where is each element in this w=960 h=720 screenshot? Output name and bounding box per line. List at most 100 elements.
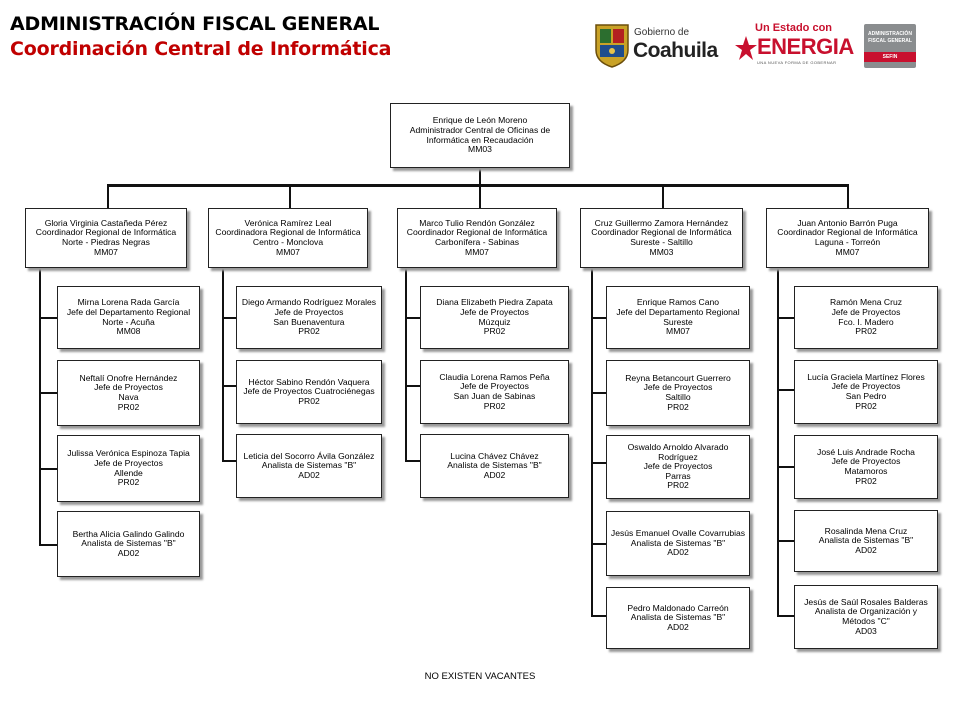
- box-code: PR02: [298, 395, 320, 406]
- org-box-staff: Diana Elizabeth Piedra Zapata Jefe de Pr…: [420, 286, 569, 349]
- connector: [777, 466, 794, 468]
- box-name: Julissa Verónica Espinoza Tapia: [67, 448, 190, 459]
- connector: [479, 186, 481, 209]
- box-code: MM07: [835, 246, 860, 257]
- connector: [479, 168, 481, 185]
- connector: [847, 186, 849, 209]
- connector: [777, 540, 794, 542]
- box-code: MM07: [276, 246, 300, 257]
- box-area: Centro - Monclova: [252, 237, 324, 247]
- box-name: Cruz Guillermo Zamora Hernández: [594, 217, 729, 228]
- connector: [222, 385, 236, 387]
- box-role: Jefe de Proyectos: [831, 306, 901, 317]
- connector: [39, 544, 57, 546]
- energia-logo-line1: Un Estado con: [755, 22, 833, 34]
- box-code: AD02: [855, 544, 877, 555]
- org-box-head-5: Juan Antonio Barrón Puga Coordinador Reg…: [766, 208, 929, 268]
- box-area: San Buenaventura: [273, 316, 345, 327]
- coahuila-shield-icon: [595, 24, 629, 68]
- box-role: Coordinadora Regional de Informática: [215, 227, 361, 238]
- box-name: Pedro Maldonado Carreón: [627, 602, 729, 613]
- box-name: Juan Antonio Barrón Puga: [797, 217, 898, 228]
- box-area: Allende: [114, 467, 143, 478]
- box-name: Héctor Sabino Rendón Vaquera: [248, 376, 370, 387]
- box-name: Reyna Betancourt Guerrero: [625, 372, 731, 383]
- connector: [39, 317, 57, 319]
- connector: [222, 460, 236, 462]
- connector: [591, 462, 606, 464]
- box-role: Analista de Sistemas "B": [818, 535, 914, 546]
- connector: [107, 184, 849, 187]
- box-name: Bertha Alicia Galindo Galindo: [72, 528, 185, 539]
- box-code: PR02: [855, 475, 877, 486]
- box-role: Coordinador Regional de Informática: [35, 227, 177, 238]
- box-name: Leticia del Socorro Ávila González: [243, 450, 375, 461]
- org-box-staff: Diego Armando Rodríguez Morales Jefe de …: [236, 286, 382, 349]
- box-role: Jefe de Proyectos: [94, 382, 163, 393]
- box-role: Analista de Sistemas "B": [447, 460, 542, 471]
- org-box-staff: José Luis Andrade Rocha Jefe de Proyecto…: [794, 435, 938, 499]
- box-role: Coordinador Regional de Informática: [591, 227, 732, 238]
- org-box-staff: Leticia del Socorro Ávila González Anali…: [236, 434, 382, 498]
- box-role: Jefe del Departamento Regional: [616, 306, 740, 317]
- box-name: Rosalinda Mena Cruz: [824, 525, 908, 536]
- page-subtitle: Coordinación Central de Informática: [10, 38, 392, 60]
- box-code: PR02: [117, 477, 140, 488]
- box-role: Analista de Sistemas "B": [630, 537, 726, 548]
- connector: [405, 385, 420, 387]
- box-code: PR02: [855, 400, 877, 411]
- box-name: José Luis Andrade Rocha: [817, 446, 915, 457]
- box-name: Diego Armando Rodríguez Morales: [241, 297, 377, 308]
- connector: [107, 186, 109, 209]
- box-code: AD02: [667, 621, 689, 632]
- connector: [289, 186, 291, 209]
- box-role: Jefe de Proyectos: [831, 456, 901, 467]
- box-area: Múzquiz: [478, 316, 511, 327]
- connector: [39, 392, 57, 394]
- afg-logo-line2: FISCAL GENERAL: [868, 38, 912, 44]
- box-code: AD02: [298, 469, 320, 480]
- box-area: Carbonífera - Sabinas: [434, 237, 520, 247]
- box-code: MM07: [666, 326, 690, 337]
- box-role: Analista de Sistemas "B": [81, 538, 176, 549]
- box-area: Norte - Piedras Negras: [62, 237, 150, 247]
- connector: [405, 460, 420, 462]
- connector: [662, 186, 664, 209]
- org-box-staff: Héctor Sabino Rendón Vaquera Jefe de Pro…: [236, 360, 382, 424]
- box-role: Coordinador Regional de Informática: [777, 227, 918, 238]
- box-name: Oswaldo Arnoldo Alvarado Rodríguez: [627, 442, 729, 462]
- org-box-staff: Rosalinda Mena Cruz Analista de Sistemas…: [794, 510, 938, 572]
- box-code: AD03: [855, 625, 877, 636]
- org-box-head-1: Gloria Virginia Castañeda Pérez Coordina…: [25, 208, 187, 268]
- box-area: Norte - Acuña: [102, 316, 155, 327]
- org-box-staff: Julissa Verónica Espinoza Tapia Jefe de …: [57, 435, 200, 502]
- box-name: Jesús Emanuel Ovalle Covarrubias: [610, 528, 746, 539]
- box-area: Métodos "C": [842, 616, 890, 626]
- box-role: Jefe del Departamento Regional: [66, 306, 191, 317]
- connector: [405, 268, 407, 462]
- box-name: Neftalí Onofre Hernández: [79, 372, 178, 383]
- box-area: Fco. I. Madero: [838, 316, 894, 327]
- box-name: Verónica Ramírez Leal: [244, 217, 332, 228]
- box-name: Ramón Mena Cruz: [829, 297, 903, 308]
- page-title: ADMINISTRACIÓN FISCAL GENERAL: [10, 13, 380, 35]
- org-box-staff: Jesús de Saúl Rosales Balderas Analista …: [794, 585, 938, 649]
- box-area: Parras: [665, 470, 691, 481]
- box-role: Analista de Sistemas "B": [261, 460, 357, 471]
- box-code: AD02: [667, 547, 689, 558]
- box-area: Sureste: [663, 316, 693, 327]
- coahuila-logo: Gobierno de Coahuila: [594, 22, 722, 70]
- org-box-staff: Neftalí Onofre Hernández Jefe de Proyect…: [57, 360, 200, 426]
- box-role: Jefe de Proyectos: [460, 306, 529, 317]
- connector: [777, 317, 794, 319]
- org-box-staff: Lucina Chávez Chávez Analista de Sistema…: [420, 434, 569, 498]
- connector: [222, 317, 236, 319]
- org-box-staff: Lucía Graciela Martínez Flores Jefe de P…: [794, 360, 938, 424]
- connector: [39, 468, 57, 470]
- box-code: PR02: [483, 400, 506, 411]
- box-role: Coordinador Regional de Informática: [406, 227, 548, 238]
- box-name: Enrique Ramos Cano: [636, 297, 720, 308]
- box-code: PR02: [483, 326, 506, 337]
- org-box-head-3: Marco Tulio Rendón González Coordinador …: [397, 208, 557, 268]
- energia-star-icon: [735, 36, 757, 60]
